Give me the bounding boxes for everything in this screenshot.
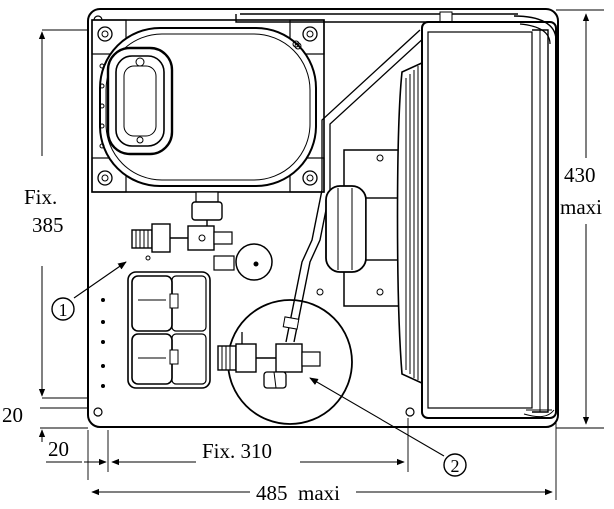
max-485-label: 485 maxi [256, 481, 340, 504]
service-valve-1 [131, 223, 233, 261]
callout-2-circle [443, 453, 467, 477]
offset-vertical-label: 20 [2, 403, 23, 427]
fix-385-label-line2: 385 [32, 213, 64, 237]
offset-horizontal-label: 20 [48, 437, 69, 461]
capacitor [213, 243, 273, 281]
refrigerant-piping [235, 11, 520, 343]
max-430-label-line1: 430 [564, 163, 596, 187]
fix-310-label: Fix. 310 [202, 439, 272, 463]
dimension-max-485: 485 maxi [91, 420, 557, 505]
max-430-label-line2: maxi [560, 195, 602, 219]
fan-blade [396, 60, 425, 386]
electrical-box [127, 271, 211, 389]
dimension-offset-vertical: 20 [2, 403, 88, 442]
callout-1-circle [51, 297, 75, 321]
fix-385-label-line1: Fix. [24, 185, 57, 209]
compressor [91, 19, 325, 240]
callout-1-label: 1 [59, 300, 68, 320]
dimension-fix-385: Fix. 385 [24, 29, 88, 399]
callout-2: 2 [309, 377, 467, 477]
callout-1: 1 [51, 261, 127, 321]
dimension-offset-horizontal: 20 [46, 430, 109, 480]
callout-2-label: 2 [451, 456, 460, 476]
dimension-max-430: 430 maxi [556, 9, 604, 429]
dimension-fix-310: Fix. 310 [111, 418, 409, 472]
condenser [421, 15, 557, 419]
receiver [217, 299, 353, 425]
